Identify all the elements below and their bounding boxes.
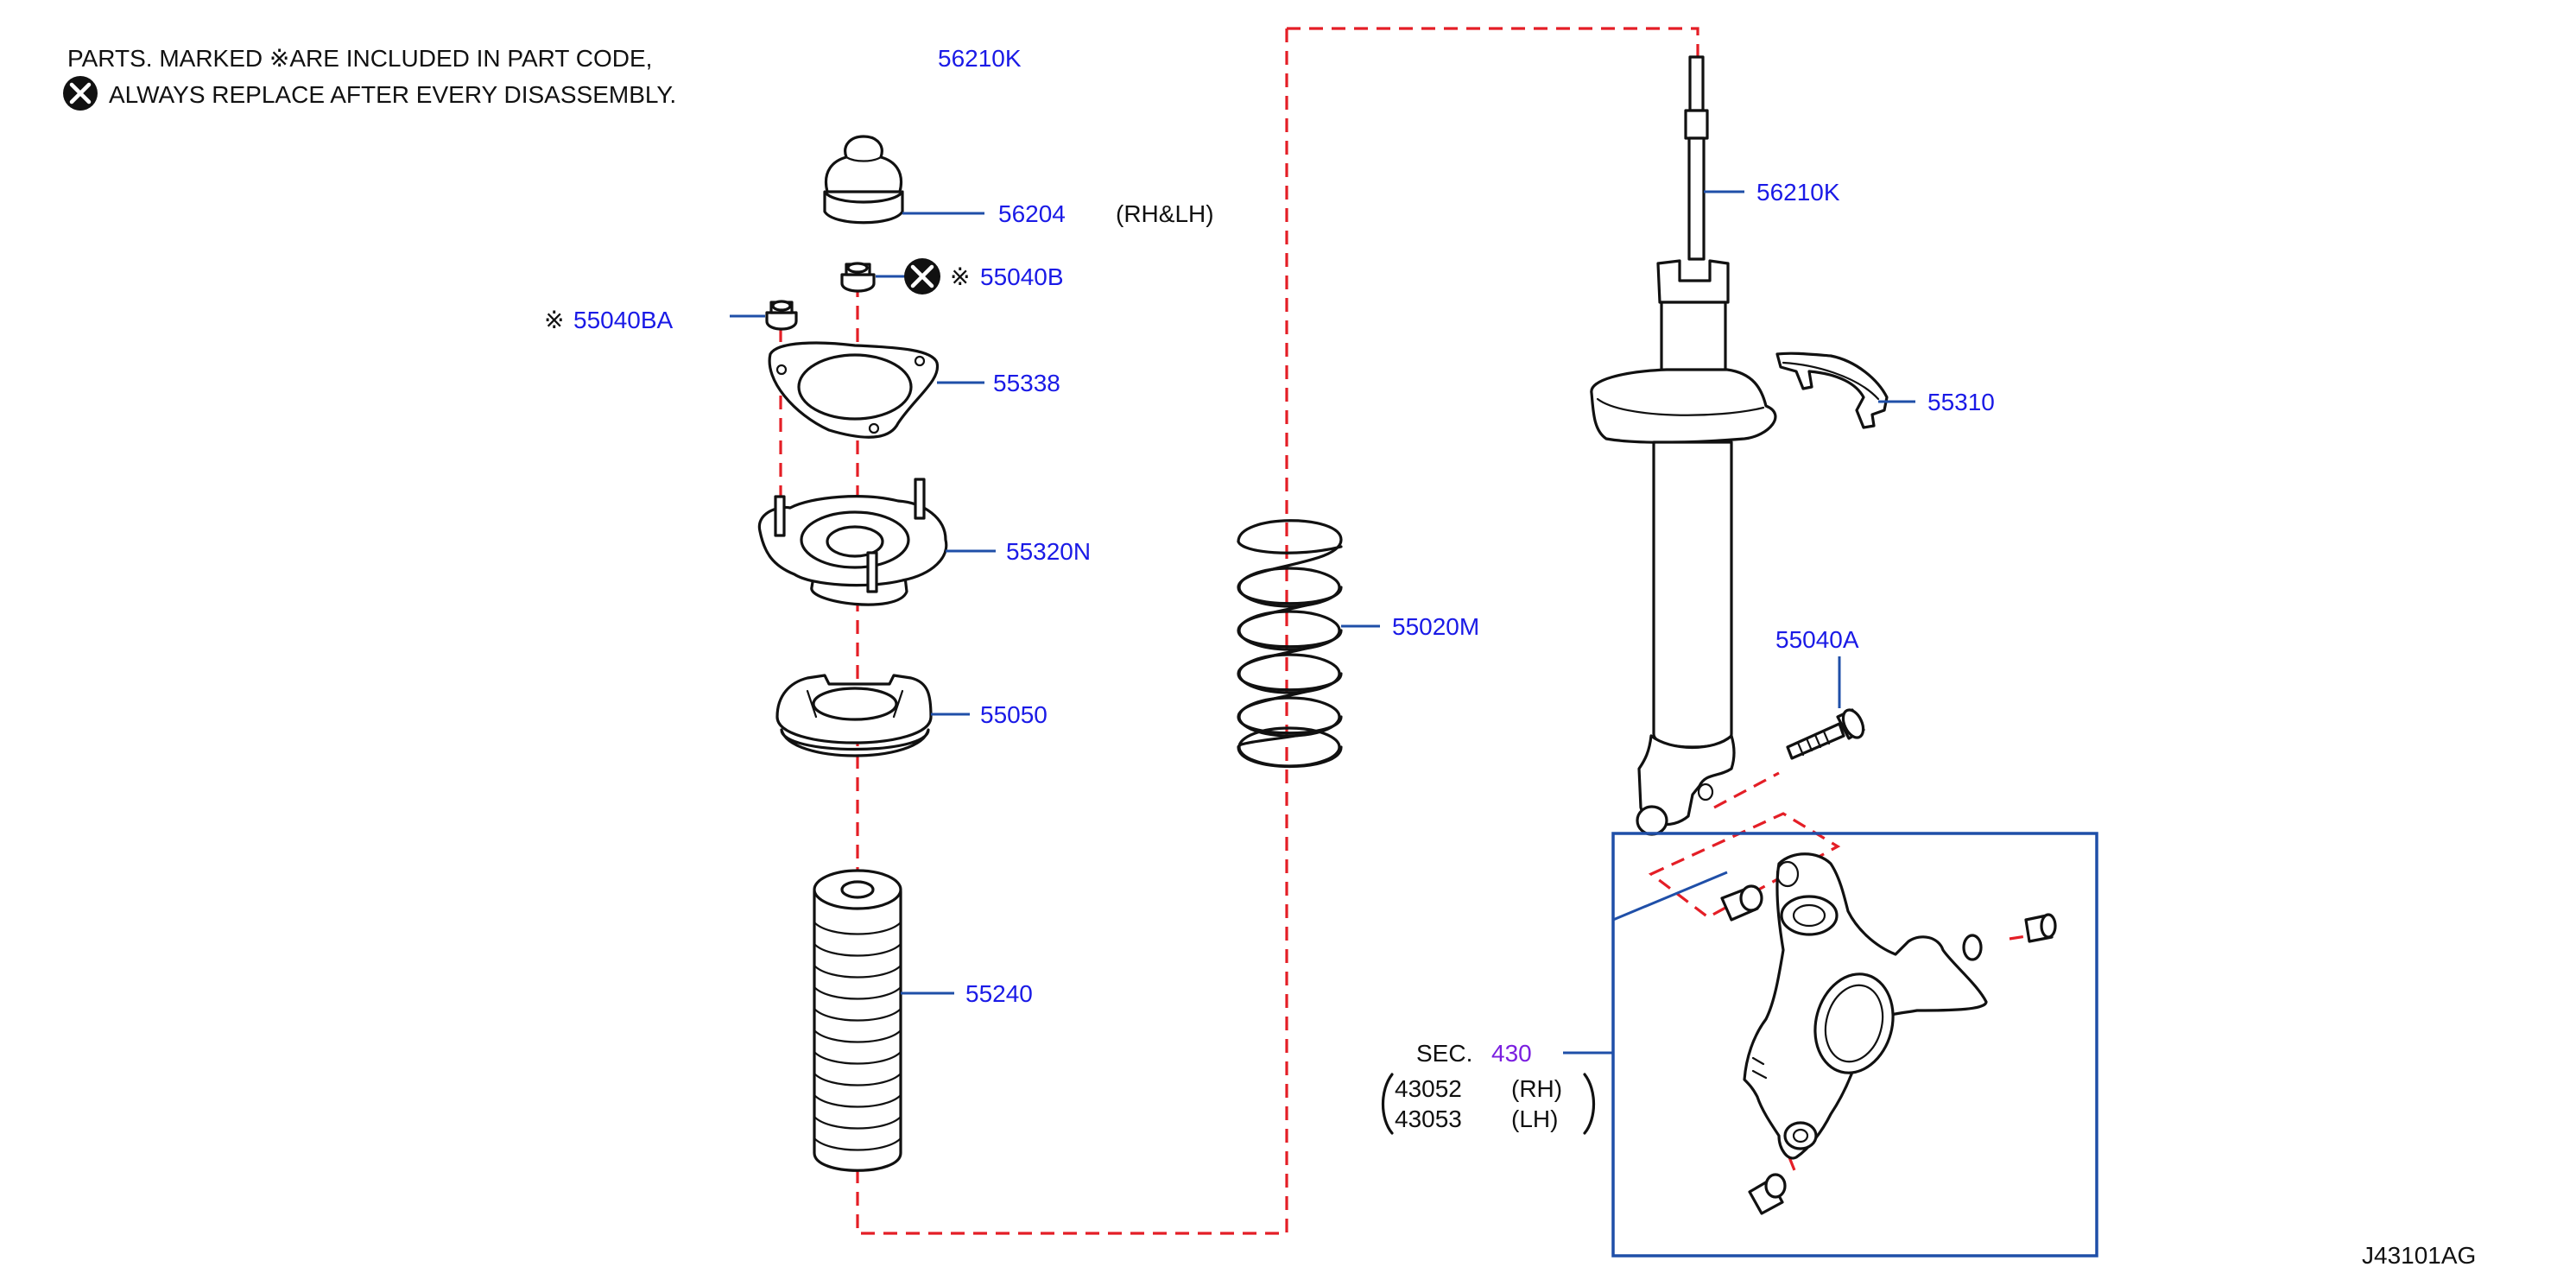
part-number-55310: 55310 — [1927, 389, 1995, 415]
bracket-55310 — [1775, 352, 1889, 429]
coil-spring-55020m — [1237, 519, 1343, 769]
replace-mark-icon — [63, 76, 98, 111]
part-number-55050: 55050 — [980, 701, 1047, 728]
section-item-43053: 43053 — [1395, 1105, 1462, 1132]
note-always-replace: ALWAYS REPLACE AFTER EVERY DISASSEMBLY. — [109, 81, 676, 108]
part-number-56204: 56204 — [998, 200, 1066, 227]
steering-knuckle-sec-430 — [1611, 832, 2098, 1257]
section-number: 430 — [1491, 1040, 1532, 1067]
section-item-43052: 43052 — [1395, 1075, 1462, 1102]
part-number-55040ba: 55040BA — [573, 307, 674, 333]
note-included-in-part-code: PARTS. MARKED ※ARE INCLUDED IN PART CODE… — [67, 45, 652, 72]
nut-55040b — [840, 262, 876, 293]
note-part-code: 56210K — [938, 45, 1022, 72]
part-number-55338: 55338 — [993, 370, 1060, 396]
replace-icon-55040b — [904, 258, 940, 295]
bound-bumper-55240 — [813, 869, 902, 1172]
strut-mounting-55320n — [757, 478, 948, 606]
insulator-plate-55338 — [768, 341, 940, 439]
included-mark-55040b: ※ — [950, 263, 970, 290]
bump-stopper-56204 — [823, 135, 904, 225]
leader-knuckle-top — [1612, 871, 1728, 922]
bolt-55040a — [1786, 708, 1865, 760]
part-number-55020m: 55020M — [1392, 613, 1479, 640]
strut-assembly-56210k — [1590, 55, 1777, 836]
section-item-43053-side: (LH) — [1511, 1105, 1558, 1132]
part-number-55040b: 55040B — [980, 263, 1064, 290]
diagram-id: J43101AG — [2362, 1242, 2476, 1269]
right-bracket-glyph — [1583, 1073, 1595, 1135]
left-bracket-glyph — [1382, 1073, 1394, 1135]
part-number-55040a: 55040A — [1775, 626, 1859, 653]
part-number-55320n: 55320N — [1006, 538, 1091, 565]
nut-55040ba — [765, 300, 798, 331]
section-label: SEC. — [1416, 1040, 1472, 1067]
part-number-56210k: 56210K — [1756, 179, 1840, 206]
included-mark-55040ba: ※ — [544, 307, 564, 333]
spring-seat-55050 — [775, 674, 933, 757]
section-item-43052-side: (RH) — [1511, 1075, 1562, 1102]
part-number-55240: 55240 — [965, 980, 1033, 1007]
rh-lh-note: (RH&LH) — [1116, 200, 1214, 227]
